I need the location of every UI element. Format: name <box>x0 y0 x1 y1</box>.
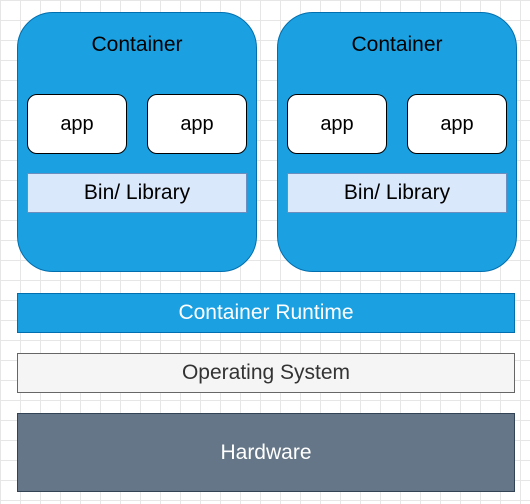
container-1-app-2: app <box>147 94 247 154</box>
container-2: Container app app Bin/ Library <box>277 12 517 272</box>
container-2-bin-library: Bin/ Library <box>287 173 507 213</box>
container-1: Container app app Bin/ Library <box>17 12 257 272</box>
container-1-title: Container <box>91 33 183 56</box>
hardware-layer: Hardware <box>17 413 515 492</box>
container-runtime-layer: Container Runtime <box>17 293 515 333</box>
container-1-bin-library: Bin/ Library <box>27 173 247 213</box>
container-2-title: Container <box>351 33 443 56</box>
operating-system-layer: Operating System <box>17 353 515 393</box>
container-1-app-1: app <box>27 94 127 154</box>
container-2-app-2: app <box>407 94 507 154</box>
container-2-app-1: app <box>287 94 387 154</box>
